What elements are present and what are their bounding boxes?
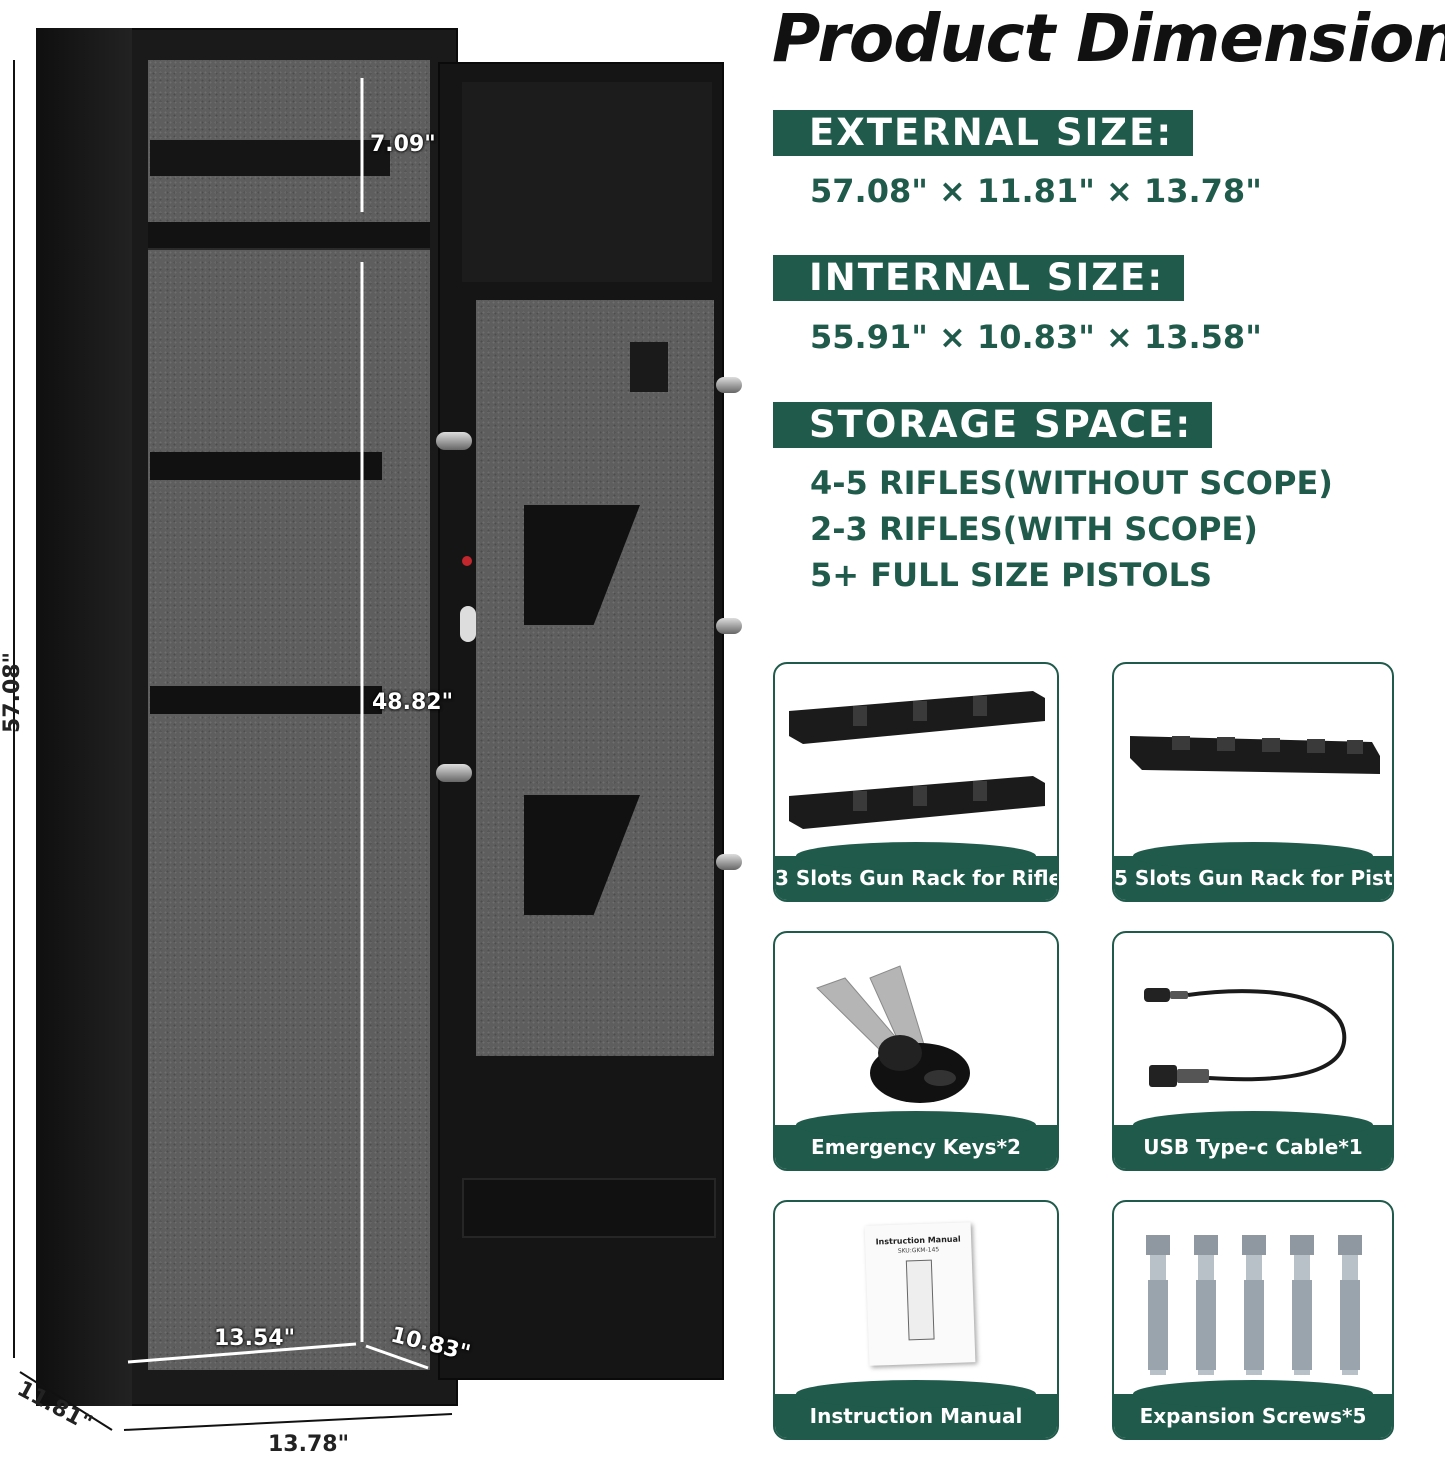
safe-interior <box>148 60 430 1370</box>
indicator-light <box>462 556 472 566</box>
storage-space-label: STORAGE SPACE: <box>773 402 1213 448</box>
dimension-interior-height: 48.82" <box>372 690 454 715</box>
middle-gun-rack <box>150 452 382 480</box>
lock-bolt <box>716 618 742 634</box>
storage-line-2: 2-3 RIFLES(WITH SCOPE) <box>810 510 1258 548</box>
keypad-icon <box>630 342 668 392</box>
lock-bolt <box>716 854 742 870</box>
lock-bolt <box>436 432 472 450</box>
lock-knob <box>460 606 476 642</box>
dimension-overall-width: 13.78" <box>268 1432 350 1457</box>
external-size-value: 57.08" × 11.81" × 13.78" <box>810 172 1262 210</box>
keys-icon <box>816 965 970 1103</box>
accessory-caption: USB Type-c Cable*1 <box>1114 1111 1392 1169</box>
door-organizer-panel <box>476 300 714 1056</box>
safe-illustration: 7.09" 48.82" 13.54" 10.83" 57.08" 11.81"… <box>0 28 742 1457</box>
door-bottom-pocket <box>462 1178 716 1238</box>
manual-safe-drawing <box>905 1259 935 1341</box>
lower-gun-rack <box>150 686 382 714</box>
door-top-panel <box>462 82 712 282</box>
accessory-caption: Instruction Manual <box>775 1380 1057 1438</box>
accessory-card-rifle-rack: 3 Slots Gun Rack for Rifles <box>773 662 1059 902</box>
expansion-screws-icon <box>1146 1235 1362 1375</box>
usb-cable-icon <box>1144 988 1347 1087</box>
accessory-caption: 5 Slots Gun Rack for Pistols <box>1114 842 1392 900</box>
lock-bolt <box>436 764 472 782</box>
internal-size-value: 55.91" × 10.83" × 13.58" <box>810 318 1262 356</box>
accessory-card-manual: Instruction Manual SKU:GKM-145 Instructi… <box>773 1200 1059 1440</box>
dimension-top-compartment: 7.09" <box>370 132 436 157</box>
dimension-interior-width: 13.54" <box>214 1326 296 1351</box>
safe-side-panel <box>36 28 132 1406</box>
dimension-overall-height: 57.08" <box>0 651 26 734</box>
pistol-rack-image <box>1130 736 1380 774</box>
top-shelf <box>148 222 430 250</box>
accessory-card-pistol-rack: 5 Slots Gun Rack for Pistols <box>1112 662 1394 902</box>
manual-image: Instruction Manual SKU:GKM-145 <box>864 1222 976 1366</box>
lock-bolt <box>716 377 742 393</box>
external-size-label: EXTERNAL SIZE: <box>773 110 1194 156</box>
top-gun-rack <box>150 140 390 176</box>
page-title: Product Dimension <box>772 0 1445 77</box>
accessory-caption: Emergency Keys*2 <box>775 1111 1057 1169</box>
accessory-card-usb-cable: USB Type-c Cable*1 <box>1112 931 1394 1171</box>
storage-line-3: 5+ FULL SIZE PISTOLS <box>810 556 1213 594</box>
accessory-card-screws: Expansion Screws*5 <box>1112 1200 1394 1440</box>
internal-size-label: INTERNAL SIZE: <box>773 255 1185 301</box>
accessory-caption: Expansion Screws*5 <box>1114 1380 1392 1438</box>
manual-cover-sku: SKU:GKM-145 <box>897 1246 940 1255</box>
storage-line-1: 4-5 RIFLES(WITHOUT SCOPE) <box>810 464 1333 502</box>
accessory-caption: 3 Slots Gun Rack for Rifles <box>775 842 1057 900</box>
rifle-rack-image <box>789 691 1045 829</box>
accessory-card-keys: Emergency Keys*2 <box>773 931 1059 1171</box>
dimension-lines <box>13 60 453 1431</box>
